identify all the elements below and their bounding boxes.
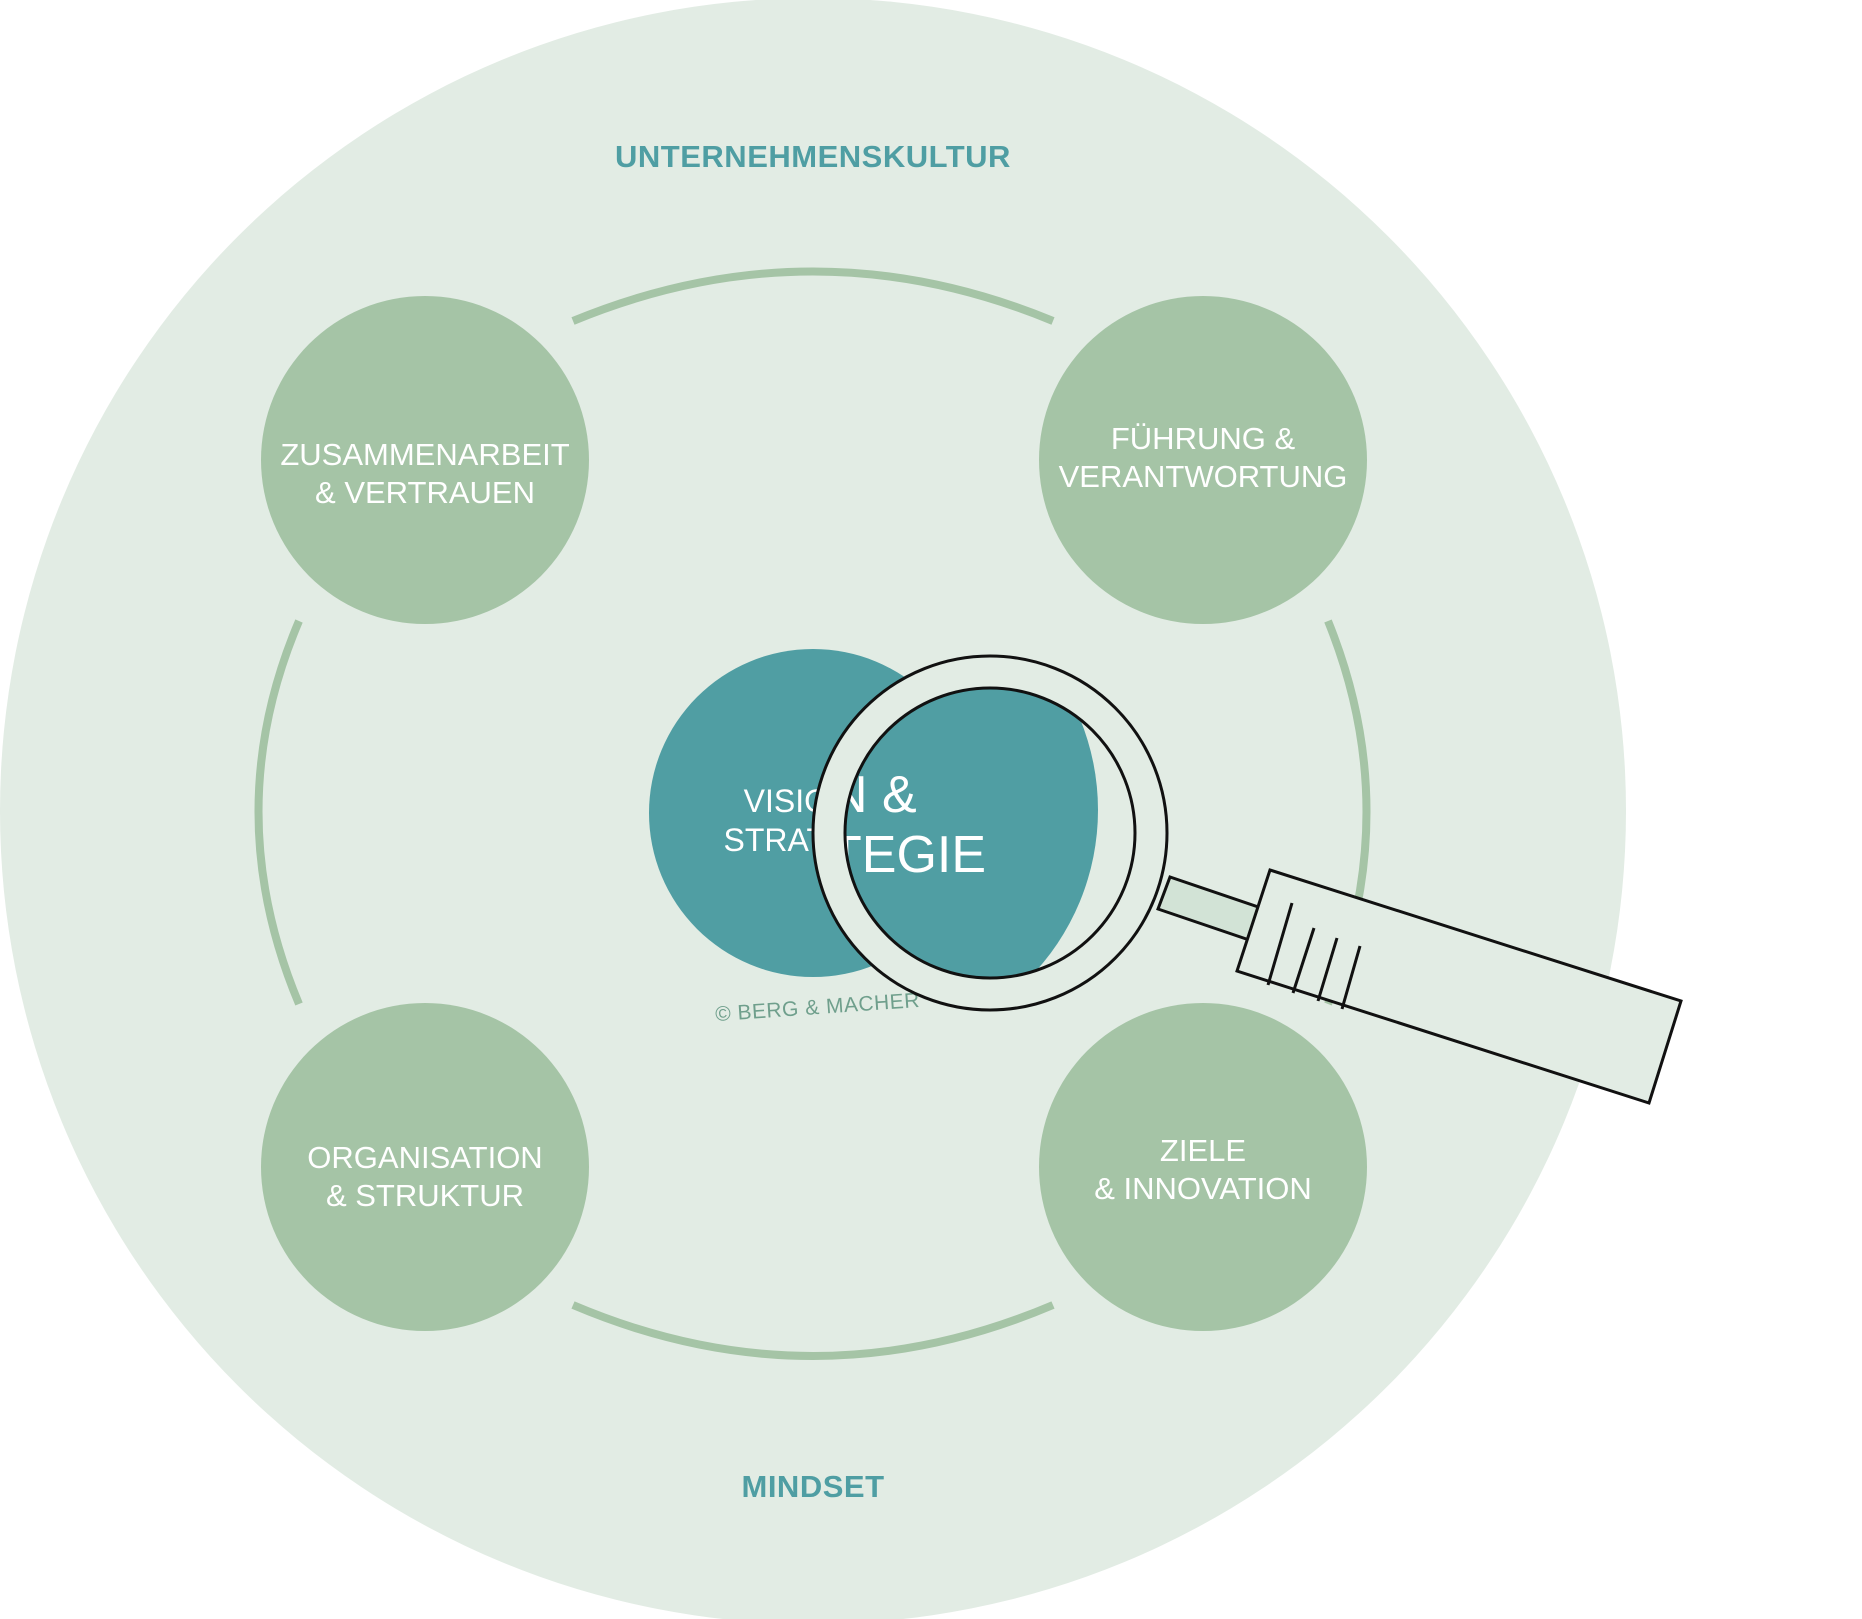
node-label-line-1: ZUSAMMENARBEIT <box>280 437 569 472</box>
node-leadership: FÜHRUNG & VERANTWORTUNG <box>1039 296 1367 624</box>
magnifier-grip-lines <box>1266 902 1362 1010</box>
magnified-center-circle <box>845 688 1098 978</box>
node-label-line-1: ZIELE <box>1160 1133 1246 1168</box>
node-collaboration: ZUSAMMENARBEIT & VERTRAUEN <box>261 296 589 624</box>
connector-arc-top <box>571 267 1055 325</box>
node-label-line-2: VERANTWORTUNG <box>1059 459 1348 494</box>
node-label-line-1: ORGANISATION <box>307 1140 542 1175</box>
magnifier-handle <box>1235 868 1683 1105</box>
node-label-line-2: & STRUKTUR <box>326 1178 524 1213</box>
node-circle <box>1039 296 1367 624</box>
node-label-line-2: & VERTRAUEN <box>315 475 535 510</box>
outer-label-top: UNTERNEHMENSKULTUR <box>615 139 1011 174</box>
node-label-line-2: & INNOVATION <box>1094 1171 1312 1206</box>
node-circle <box>261 1003 589 1331</box>
connector-arc-bottom <box>571 1301 1055 1360</box>
node-organisation: ORGANISATION & STRUKTUR <box>261 1003 589 1331</box>
node-label-line-1: FÜHRUNG & <box>1111 421 1296 456</box>
node-goals: ZIELE & INNOVATION <box>1039 1003 1367 1331</box>
magnifier-lens-view: N & TEGIE <box>830 688 1135 978</box>
magnifier-lens-edge <box>843 686 1137 980</box>
node-circle <box>261 296 589 624</box>
connector-arc-left <box>254 619 303 1006</box>
magnifying-glass-icon: N & TEGIE <box>811 654 1683 1105</box>
node-circle <box>1039 1003 1367 1331</box>
outer-label-bottom: MINDSET <box>742 1469 885 1504</box>
magnified-label-line-2: TEGIE <box>830 826 986 884</box>
